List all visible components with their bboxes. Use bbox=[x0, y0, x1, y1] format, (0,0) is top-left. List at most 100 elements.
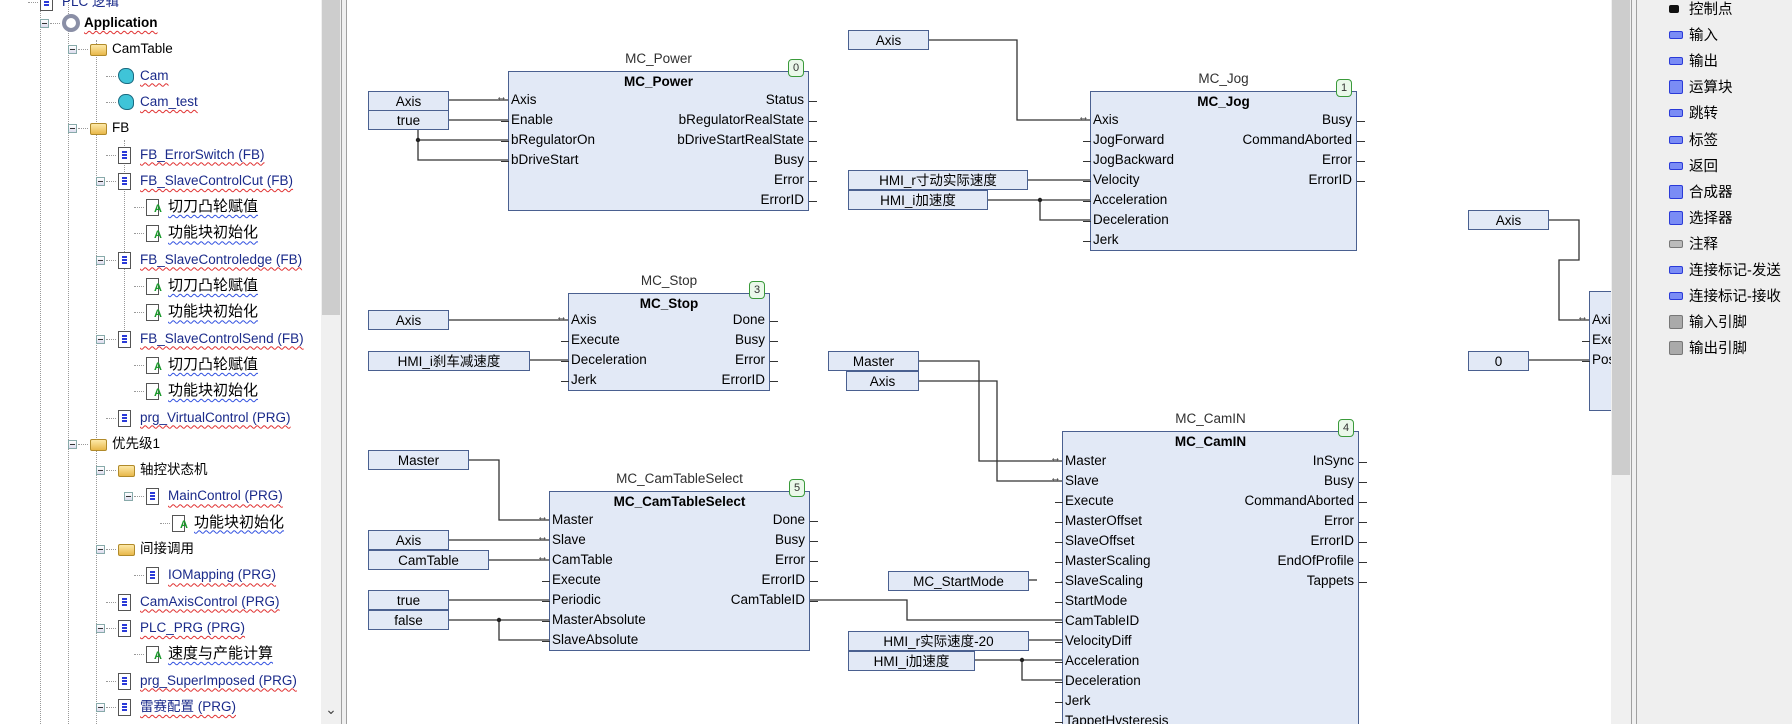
var-camsel-camtable[interactable]: CamTable bbox=[368, 550, 489, 570]
toolbox-item-label[interactable]: 标签 bbox=[1669, 128, 1718, 154]
collapse-toggle-icon[interactable] bbox=[68, 45, 77, 55]
tree-item[interactable]: 功能块初始化 bbox=[0, 223, 320, 243]
output-pin[interactable]: Error bbox=[1324, 513, 1354, 528]
var-camsel-masterabs[interactable]: false bbox=[368, 610, 449, 630]
toolbox-item-jump[interactable]: 跳转 bbox=[1669, 101, 1718, 127]
toolbox-item-connection-mark-source[interactable]: 连接标记-发送 bbox=[1669, 258, 1781, 284]
block-instance-name[interactable]: MC_CamIN bbox=[1175, 411, 1246, 426]
tree-item[interactable]: Application bbox=[0, 13, 320, 33]
output-pin[interactable]: EndOfProfile bbox=[1277, 553, 1354, 568]
output-pin[interactable]: Busy bbox=[734, 332, 765, 347]
tree-item[interactable]: CamTable bbox=[0, 39, 320, 59]
input-pin[interactable]: Enable bbox=[511, 112, 554, 127]
output-pin[interactable]: ErrorID bbox=[1308, 172, 1353, 187]
input-pin[interactable]: CamTable bbox=[552, 552, 613, 567]
tree-scrollbar[interactable]: ⌄ bbox=[321, 0, 341, 724]
input-pin[interactable]: Execute bbox=[552, 572, 601, 587]
input-pin[interactable]: Slave bbox=[1065, 473, 1099, 488]
tree-item[interactable]: FB_ErrorSwitch (FB) bbox=[0, 145, 320, 165]
collapse-toggle-icon[interactable] bbox=[96, 176, 105, 186]
connection-wire[interactable] bbox=[417, 140, 508, 161]
tree-item[interactable]: prg_SuperImposed (PRG) bbox=[0, 671, 320, 691]
input-pin[interactable]: Pos bbox=[1592, 352, 1611, 367]
input-pin[interactable]: Deceleration bbox=[571, 352, 647, 367]
var-jog-velocity[interactable]: HMI_r寸动实际速度 bbox=[848, 170, 1028, 190]
canvas-scrollbar[interactable] bbox=[1611, 0, 1631, 724]
connection-wire[interactable] bbox=[498, 620, 549, 641]
toolbox-item-selector[interactable]: 选择器 bbox=[1669, 206, 1733, 232]
output-pin[interactable]: CommandAborted bbox=[1242, 132, 1352, 147]
var-camin-master[interactable]: Master bbox=[828, 351, 919, 371]
tree-item[interactable]: CamAxisControl (PRG) bbox=[0, 592, 320, 612]
var-camsel-master[interactable]: Master bbox=[368, 450, 469, 470]
output-pin[interactable]: Error bbox=[775, 552, 805, 567]
var-camsel-slave[interactable]: Axis bbox=[368, 530, 449, 550]
input-pin[interactable]: Master bbox=[552, 512, 594, 527]
connection-wire[interactable] bbox=[1549, 219, 1589, 321]
output-pin[interactable]: Done bbox=[772, 512, 805, 527]
output-pin[interactable]: bRegulatorRealState bbox=[678, 112, 804, 127]
input-pin[interactable]: Acceleration bbox=[1065, 653, 1140, 668]
tree-scroll-down-button[interactable]: ⌄ bbox=[325, 701, 337, 717]
output-pin[interactable]: bDriveStartRealState bbox=[677, 132, 804, 147]
input-pin[interactable]: Axis bbox=[1093, 112, 1119, 127]
input-pin[interactable]: bDriveStart bbox=[511, 152, 579, 167]
block-instance-name[interactable]: MC_Stop bbox=[640, 273, 698, 288]
input-pin[interactable]: JogForward bbox=[1093, 132, 1165, 147]
output-pin[interactable]: Busy bbox=[773, 152, 804, 167]
collapse-toggle-icon[interactable] bbox=[124, 492, 133, 502]
input-pin[interactable]: SlaveScaling bbox=[1065, 573, 1144, 588]
toolbox-item-input[interactable]: 输入 bbox=[1669, 23, 1718, 49]
toolbox-item-box[interactable]: 运算块 bbox=[1669, 75, 1733, 101]
connection-wire[interactable] bbox=[929, 39, 1090, 121]
tree-item[interactable]: IOMapping (PRG) bbox=[0, 565, 320, 585]
input-pin[interactable]: StartMode bbox=[1065, 593, 1128, 608]
input-pin[interactable]: MasterAbsolute bbox=[552, 612, 646, 627]
var-jog-accel[interactable]: HMI_i加速度 bbox=[848, 190, 988, 210]
output-pin[interactable]: Tappets bbox=[1306, 573, 1354, 588]
tree-item[interactable]: Cam bbox=[0, 66, 320, 86]
toolbox-item-control-point[interactable]: 控制点 bbox=[1669, 0, 1733, 23]
output-pin[interactable]: Status bbox=[765, 92, 804, 107]
block-instance-name[interactable]: MC_Jog bbox=[1198, 71, 1249, 86]
connection-wire[interactable] bbox=[919, 380, 1062, 482]
input-pin[interactable]: VelocityDiff bbox=[1065, 633, 1132, 648]
tree-item[interactable]: 功能块初始化 bbox=[0, 302, 320, 322]
input-pin[interactable]: CamTableID bbox=[1065, 613, 1140, 628]
output-pin[interactable]: Busy bbox=[774, 532, 805, 547]
tree-item[interactable]: FB bbox=[0, 118, 320, 138]
var-stop-axis[interactable]: Axis bbox=[368, 310, 449, 330]
tree-item[interactable]: Cam_test bbox=[0, 92, 320, 112]
var-camin-slave[interactable]: Axis bbox=[846, 371, 919, 391]
toolbox-item-composer[interactable]: 合成器 bbox=[1669, 180, 1733, 206]
collapse-toggle-icon[interactable] bbox=[96, 466, 105, 476]
input-pin[interactable]: SlaveAbsolute bbox=[552, 632, 639, 647]
toolbox-splitter[interactable] bbox=[1631, 0, 1637, 724]
output-pin[interactable]: Busy bbox=[1321, 112, 1352, 127]
input-pin[interactable]: Slave bbox=[552, 532, 586, 547]
toolbox-item-comment[interactable]: 注释 bbox=[1669, 232, 1718, 258]
tree-item[interactable]: prg_VirtualControl (PRG) bbox=[0, 408, 320, 428]
input-pin[interactable]: Deceleration bbox=[1065, 673, 1141, 688]
collapse-toggle-icon[interactable] bbox=[96, 334, 105, 344]
tree-item[interactable]: FB_SlaveControledge (FB) bbox=[0, 250, 320, 270]
tree-item[interactable]: PLC_PRG (PRG) bbox=[0, 618, 320, 638]
tree-item[interactable]: 切刀凸轮赋值 bbox=[0, 197, 320, 217]
input-pin[interactable]: Jerk bbox=[1065, 693, 1091, 708]
tree-item[interactable]: 切刀凸轮赋值 bbox=[0, 276, 320, 296]
tree-item[interactable]: 功能块初始化 bbox=[0, 381, 320, 401]
input-pin[interactable]: Master bbox=[1065, 453, 1107, 468]
tree-item[interactable]: 切刀凸轮赋值 bbox=[0, 355, 320, 375]
collapse-toggle-icon[interactable] bbox=[68, 439, 77, 449]
output-pin[interactable]: Error bbox=[735, 352, 765, 367]
connection-wire[interactable] bbox=[469, 459, 549, 521]
var-power-enable[interactable]: true bbox=[368, 110, 449, 130]
tree-item[interactable]: FB_SlaveControlSend (FB) bbox=[0, 329, 320, 349]
tree-item[interactable]: 轴控状态机 bbox=[0, 460, 320, 480]
input-pin[interactable]: Axis bbox=[571, 312, 597, 327]
input-pin[interactable]: Execute bbox=[1065, 493, 1114, 508]
input-pin[interactable]: Jerk bbox=[1093, 232, 1119, 247]
var-power-axis[interactable]: Axis bbox=[368, 91, 449, 111]
